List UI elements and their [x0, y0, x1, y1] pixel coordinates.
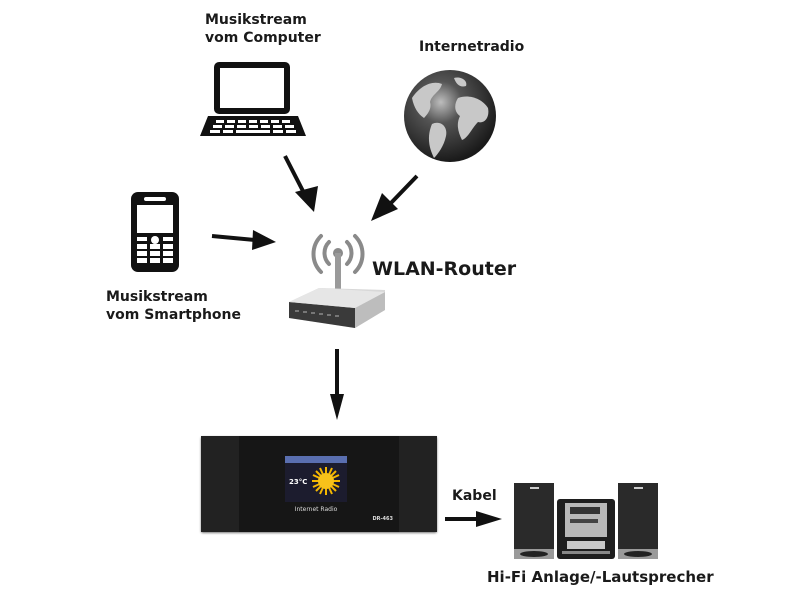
radio-model-label: DR-463 — [372, 516, 393, 522]
cable-label: Kabel — [452, 488, 497, 504]
computer-label-line1: Musikstream — [205, 12, 307, 28]
globe-icon — [402, 68, 498, 164]
router-label: WLAN-Router — [372, 258, 517, 280]
radio-caption: Internet Radio — [294, 506, 338, 513]
smartphone-label-line1: Musikstream — [106, 289, 208, 305]
radio-left-panel — [201, 436, 239, 532]
internetradio-label: Internetradio — [419, 39, 525, 55]
smartphone-label-line2: vom Smartphone — [106, 306, 241, 323]
hifi-system-icon — [512, 481, 660, 561]
computer-label-line2: vom Computer — [205, 29, 321, 46]
laptop-icon — [198, 58, 308, 143]
arrow-radio-to-hifi — [445, 511, 502, 527]
arrow-internetradio-to-router — [371, 174, 419, 221]
radio-right-panel — [399, 436, 437, 532]
display-title-bar — [285, 456, 347, 463]
arrow-computer-to-router — [283, 155, 318, 212]
temperature-readout: 23°C — [289, 478, 308, 486]
sun-icon — [312, 467, 340, 495]
arrow-smartphone-to-router — [211, 230, 276, 250]
radio-display: 23°C — [285, 456, 347, 502]
hifi-label: Hi-Fi Anlage/-Lautsprecher — [487, 568, 714, 586]
smartphone-label: Musikstream vom Smartphone — [106, 289, 241, 324]
arrow-router-to-radio — [330, 349, 344, 420]
internet-radio-device: 23°C Internet Radio DR-463 — [201, 436, 437, 532]
wifi-router-icon — [285, 230, 395, 335]
computer-label: Musikstream vom Computer — [205, 12, 321, 47]
mobile-phone-icon — [130, 191, 180, 273]
